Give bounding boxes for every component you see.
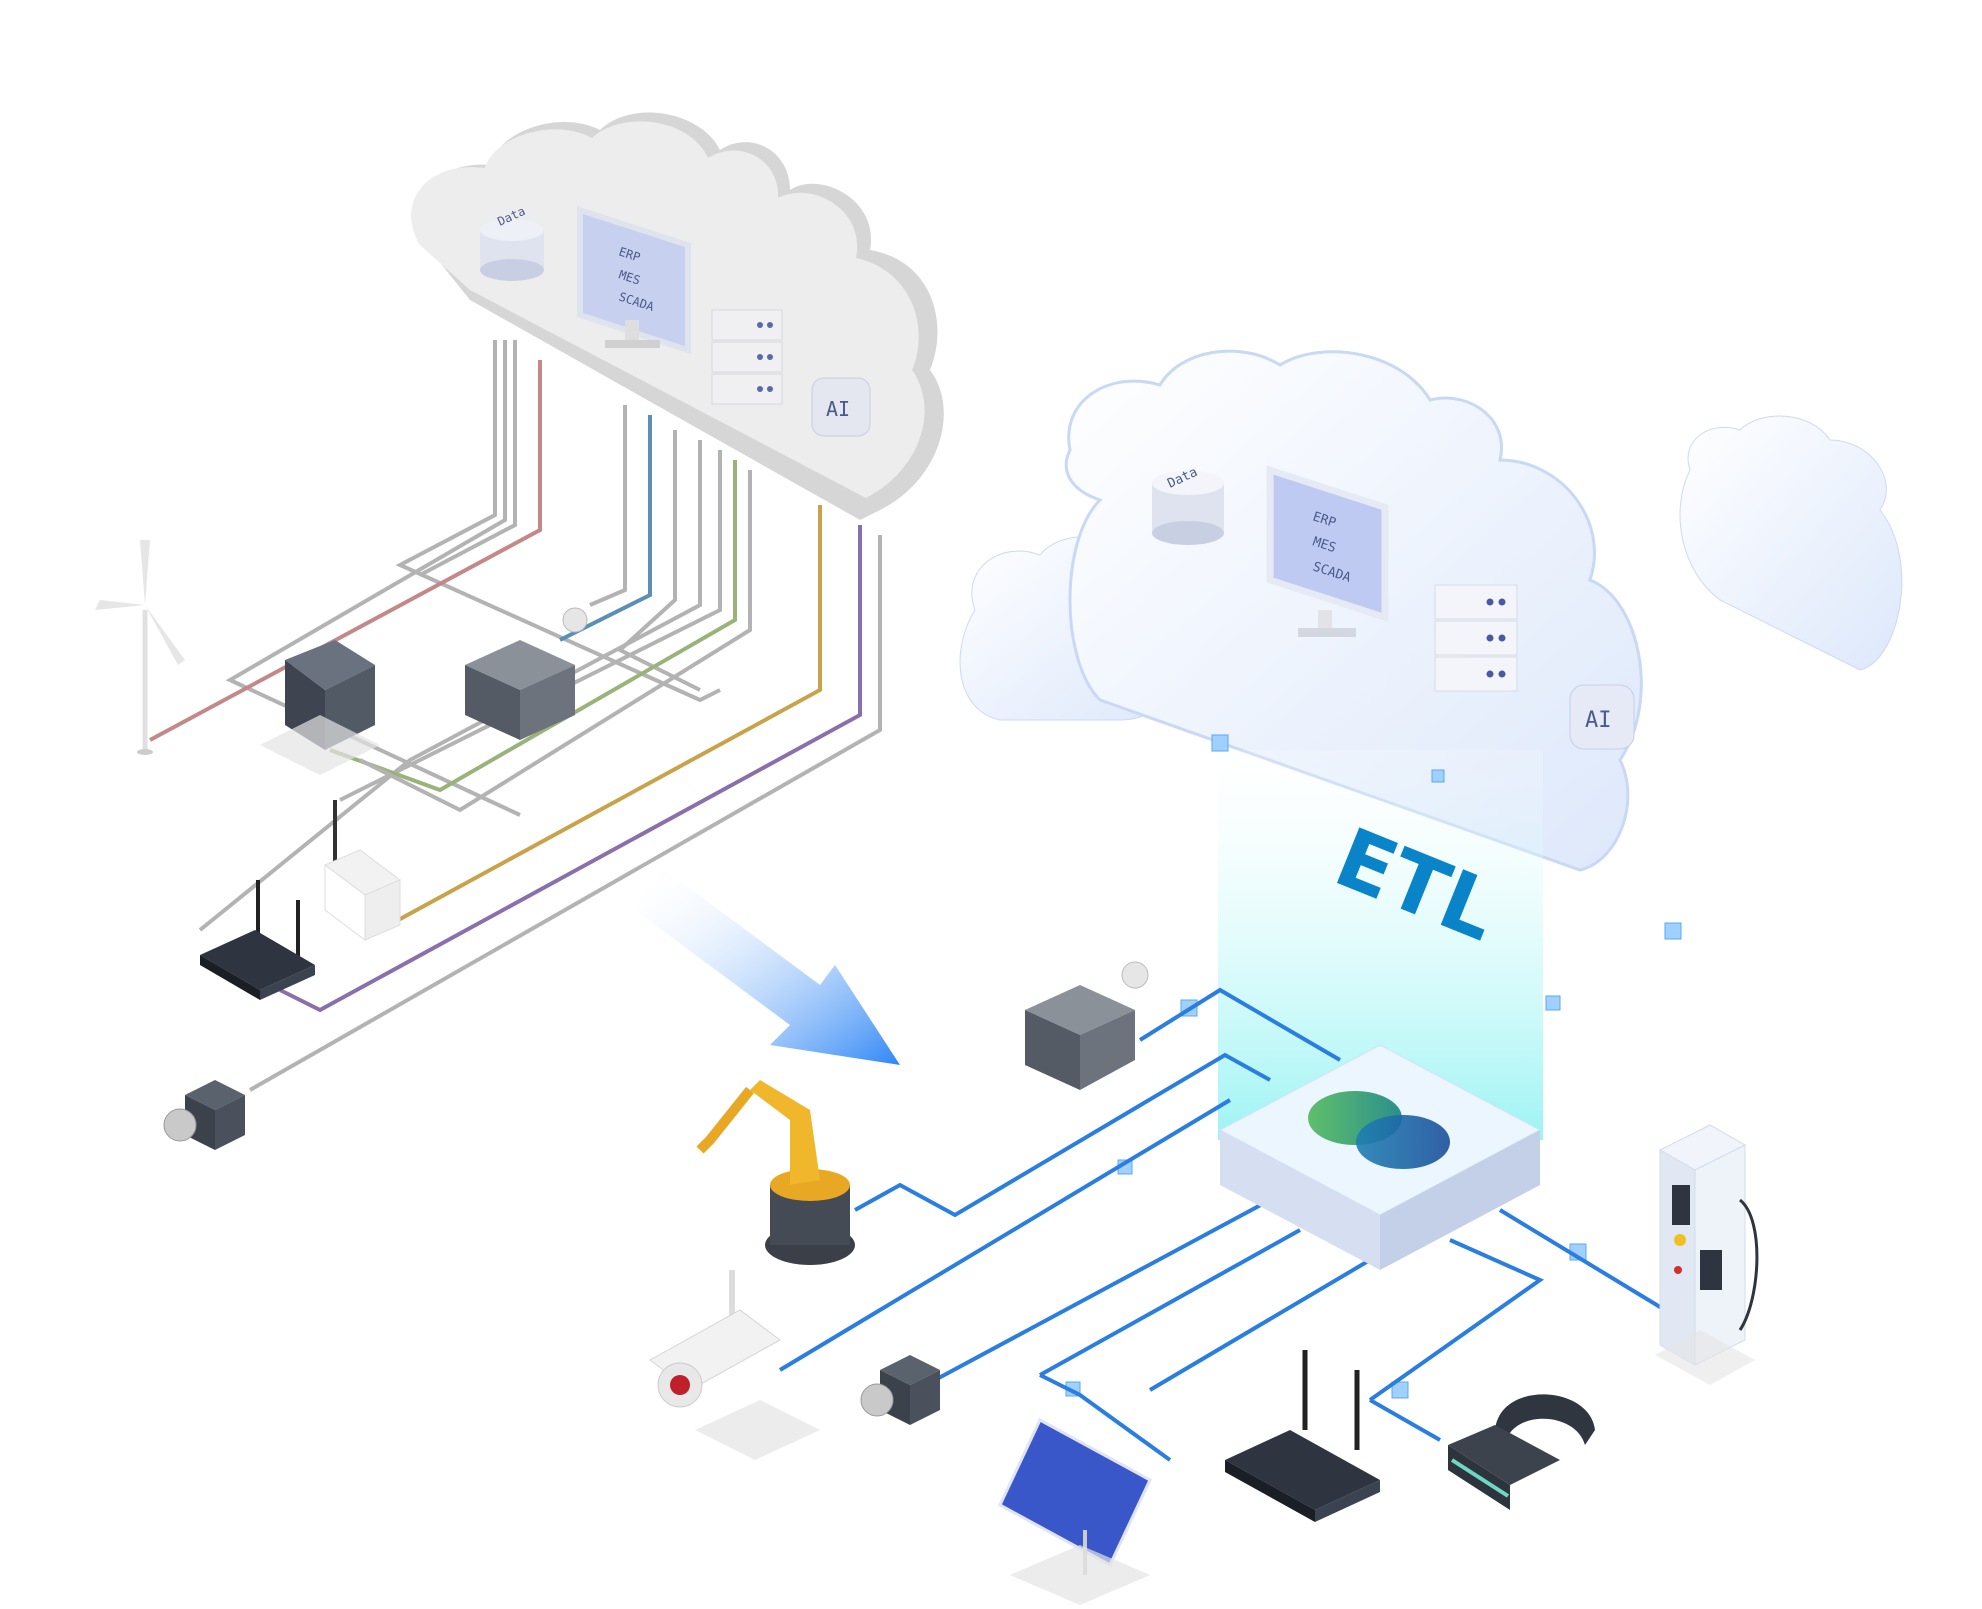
modern-server-icon	[1434, 584, 1518, 692]
limit-switch-icon-modern	[1025, 961, 1149, 1090]
logo-blue	[1356, 1115, 1450, 1169]
modern-mes-label: MES	[1311, 535, 1338, 557]
wind-turbine-icon	[95, 540, 185, 755]
legacy-data-icon	[480, 219, 544, 281]
modern-monitor-icon	[1266, 465, 1389, 637]
legacy-erp-label: ERP	[617, 245, 642, 265]
limit-switch-icon-legacy	[465, 607, 588, 740]
legacy-ai-icon	[811, 377, 871, 437]
modern-wires	[778, 987, 1667, 1462]
data-hub-platform	[1218, 1044, 1542, 1270]
legacy-server-icon	[711, 309, 783, 405]
router-icon-modern	[1225, 1350, 1380, 1522]
legacy-ai-label: AI	[826, 397, 850, 421]
router-icon-legacy	[200, 880, 315, 1000]
legacy-monitor-icon	[577, 206, 691, 355]
gateway-icon	[324, 800, 401, 941]
frequency-inverter-icon	[260, 640, 380, 775]
modern-ai-icon	[1569, 684, 1635, 750]
legacy-mes-label: MES	[617, 268, 642, 288]
robot-arm-icon	[696, 1080, 855, 1265]
servo-motor-icon-legacy	[163, 1080, 245, 1150]
servo-motor-icon-modern	[860, 1355, 940, 1425]
solar-panel-icon	[998, 1417, 1152, 1605]
ev-charger-icon	[1655, 1124, 1759, 1385]
modern-data-icon	[1152, 471, 1224, 545]
camera-icon	[649, 1270, 820, 1460]
vr-headset-icon	[1448, 1394, 1595, 1510]
small-cloud-right	[1679, 415, 1903, 671]
modern-ai-label: AI	[1585, 708, 1612, 733]
modern-erp-label: ERP	[1311, 510, 1338, 532]
transition-arrow	[635, 870, 900, 1065]
